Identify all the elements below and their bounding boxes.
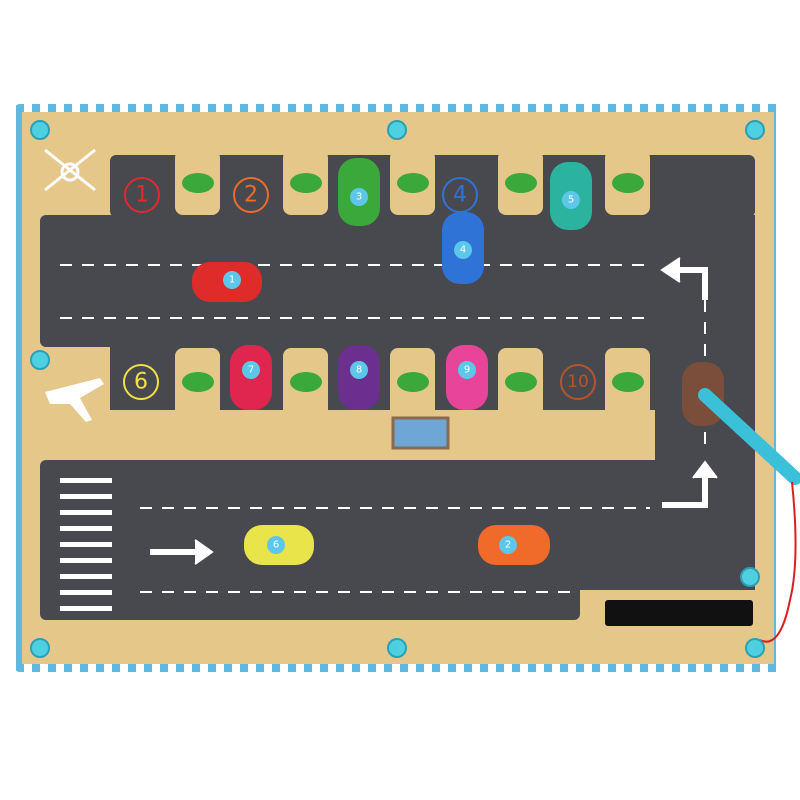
svg-text:6: 6	[273, 540, 279, 551]
slot-numbers: 1 2 4 6 10	[123, 177, 596, 400]
exit-slot	[605, 600, 753, 626]
plane-5: 5	[550, 162, 592, 230]
svg-text:5: 5	[568, 195, 574, 206]
plane-7: 7	[230, 345, 272, 410]
svg-text:1: 1	[229, 275, 235, 286]
svg-text:6: 6	[134, 370, 148, 395]
svg-text:9: 9	[464, 365, 470, 376]
plane-6: 6	[244, 525, 314, 565]
plane-3: 3	[338, 158, 380, 226]
crosswalk	[60, 478, 112, 611]
airplane-icon	[45, 378, 104, 422]
plane-2: 2	[478, 525, 550, 565]
svg-text:3: 3	[356, 192, 362, 203]
terminal-icon	[391, 416, 450, 450]
svg-text:2: 2	[244, 183, 258, 208]
bush-icons	[182, 173, 644, 392]
svg-text:4: 4	[460, 245, 466, 256]
svg-text:8: 8	[356, 365, 362, 376]
arrow-icons	[150, 257, 718, 565]
svg-text:2: 2	[505, 540, 511, 551]
plane-pieces: 3 5 4 1 7 8 9 6 2	[192, 158, 724, 565]
plane-8: 8	[338, 345, 380, 410]
plane-9: 9	[446, 345, 488, 410]
plane-1: 1	[192, 262, 262, 302]
plane-4: 4	[442, 212, 484, 284]
svg-text:4: 4	[453, 183, 467, 208]
magnetic-wand[interactable]	[698, 388, 800, 643]
helicopter-icon	[44, 148, 96, 192]
corner-knobs	[30, 120, 765, 658]
svg-text:7: 7	[248, 365, 254, 376]
svg-text:10: 10	[567, 372, 589, 392]
svg-text:1: 1	[135, 183, 149, 208]
